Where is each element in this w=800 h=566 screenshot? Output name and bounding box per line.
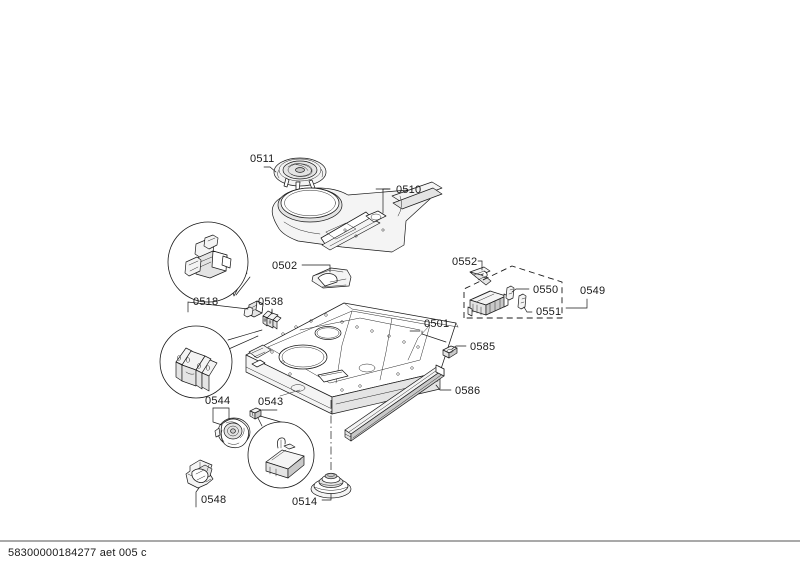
label-0501: 0501: [424, 318, 449, 330]
leader-0544: [212, 407, 230, 426]
label-0586: 0586: [455, 385, 480, 397]
leader-0510: [375, 188, 391, 214]
detail-view-0543: [247, 415, 315, 489]
leader-0518: [187, 301, 249, 313]
footer-code: 58300000184277 aet 005 c: [8, 547, 147, 559]
detail-0538-geometry: [175, 347, 218, 392]
part-0543-cable-clip: [249, 407, 262, 420]
part-0514-adjustable-foot: [310, 472, 352, 499]
leader-0586: [435, 384, 452, 391]
label-0511: 0511: [250, 153, 274, 165]
label-0538: 0538: [258, 296, 283, 308]
leader-0550: [511, 288, 530, 293]
label-0551: 0551: [536, 306, 561, 318]
leader-0548: [195, 487, 200, 508]
label-0552: 0552: [452, 256, 477, 268]
part-0502-bracket: [311, 267, 352, 289]
detail-view-0518: [167, 221, 251, 303]
label-0550: 0550: [533, 284, 558, 296]
leader-0551: [523, 306, 533, 313]
label-0548: 0548: [201, 494, 226, 506]
connector-group-box-0549: [463, 265, 563, 319]
leader-0552: [477, 260, 483, 271]
detail-view-0538: [159, 325, 263, 399]
leader-0549: [565, 298, 588, 309]
part-0518-thermal-switch: [243, 300, 264, 318]
leader-0585: [451, 345, 467, 350]
label-0514: 0514: [292, 496, 317, 508]
part-0538-mounting-clip: [262, 310, 282, 330]
part-0511-fan-impeller: [273, 157, 327, 192]
label-0544: 0544: [205, 395, 230, 407]
leader-0514: [321, 493, 332, 501]
part-0552-terminal-cover: [469, 266, 492, 286]
part-0586-trim-rail: [344, 364, 445, 442]
leader-0501: [409, 330, 447, 343]
label-0510: 0510: [396, 184, 421, 196]
leader-0502: [301, 264, 331, 273]
part-0548-support-bracket: [185, 459, 214, 489]
part-0550-contact-pin: [505, 285, 515, 301]
part-0551-contact-pin: [517, 293, 527, 310]
label-0549: 0549: [580, 285, 605, 297]
label-0502: 0502: [272, 260, 297, 272]
part-0501-base-panel: [245, 302, 459, 415]
part-0510-air-duct: [271, 181, 443, 253]
label-0543: 0543: [258, 396, 283, 408]
part-connector-block: [467, 290, 509, 317]
detail-0518-geometry: [184, 234, 232, 279]
part-0544-cooling-motor: [214, 417, 251, 449]
leader-0511: [263, 166, 277, 173]
label-0585: 0585: [470, 341, 495, 353]
detail-0543-geometry: [265, 437, 305, 479]
label-0518: 0518: [193, 296, 218, 308]
